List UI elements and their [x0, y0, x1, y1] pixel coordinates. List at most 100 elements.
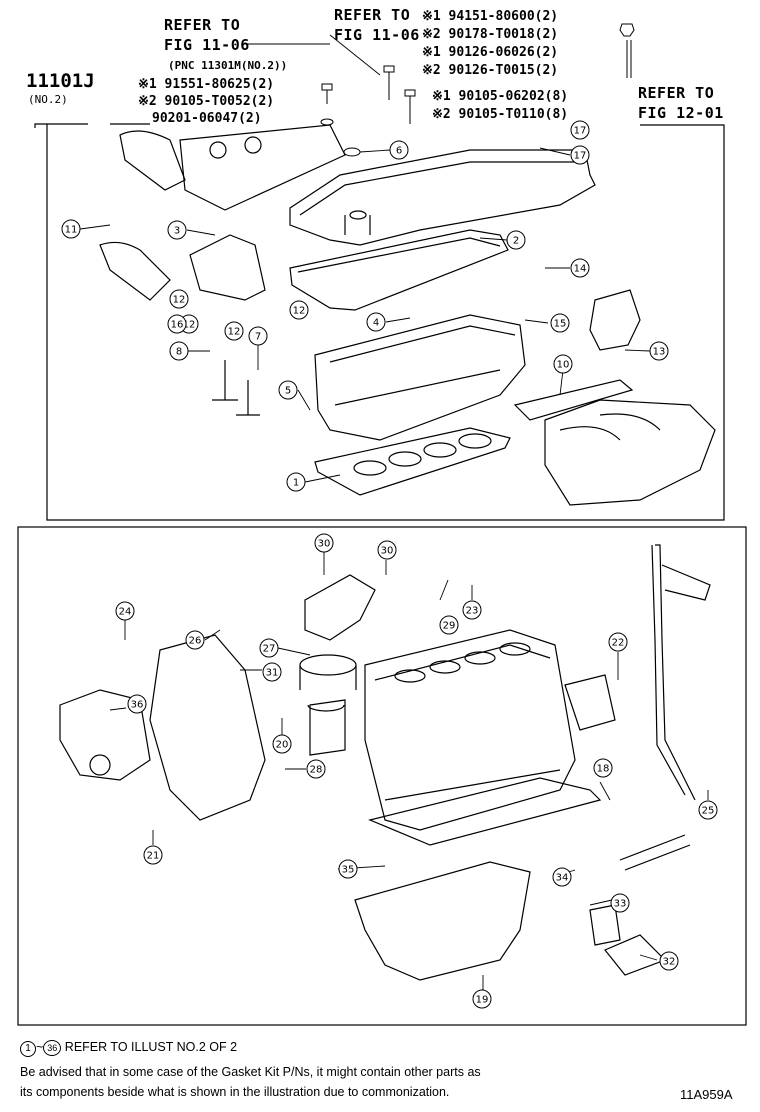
exhaust-manifold-drawing	[179, 124, 346, 211]
callout-label-13: 13	[653, 347, 666, 358]
callout-label-36: 36	[131, 700, 144, 711]
commonization-note-line-1: Be advised that in some case of the Gask…	[20, 1065, 481, 1079]
callout-circle-22[interactable]	[608, 632, 628, 652]
callout-label-28: 28	[310, 765, 323, 776]
callout-circle-18[interactable]	[593, 758, 613, 778]
callout-circle-24[interactable]	[115, 601, 135, 621]
callout-circle-31[interactable]	[262, 662, 282, 682]
fastener-icons	[320, 23, 635, 157]
callout-label-12: 12	[183, 320, 196, 331]
callout-circle-4[interactable]	[366, 312, 386, 332]
part-number-top-2[interactable]: ※2 90178-T0018(2)	[422, 27, 559, 42]
callout-circle-6[interactable]	[389, 140, 409, 160]
part-number-top-4[interactable]: ※2 90126-T0015(2)	[422, 63, 559, 78]
callout-circle-12[interactable]	[169, 289, 189, 309]
callout-label-23: 23	[466, 606, 479, 617]
callout-label-34: 34	[556, 873, 569, 884]
callout-circle-12[interactable]	[289, 300, 309, 320]
callout-circle-8[interactable]	[169, 341, 189, 361]
callout-label-22: 22	[612, 638, 625, 649]
callout-label-17: 17	[574, 151, 587, 162]
callout-label-10: 10	[557, 360, 570, 371]
callout-circle-7[interactable]	[248, 326, 268, 346]
callout-label-25: 25	[702, 806, 715, 817]
callout-circle-17[interactable]	[570, 120, 590, 140]
callout-label-32: 32	[663, 957, 676, 968]
callout-label-20: 20	[276, 740, 289, 751]
callout-label-21: 21	[147, 851, 160, 862]
callout-label-16: 16	[171, 320, 184, 331]
callout-circle-35[interactable]	[338, 859, 358, 879]
footer-range-note: 1~36 REFER TO ILLUST NO.2 OF 2	[20, 1040, 237, 1057]
range-refer-text[interactable]: REFER TO ILLUST NO.2 OF 2	[64, 1040, 238, 1054]
part-number-mid-2[interactable]: ※2 90105-T0110(8)	[432, 107, 569, 122]
callout-circle-30[interactable]	[377, 540, 397, 560]
head-cover-drawing	[289, 149, 596, 246]
commonization-note-line-2: its components beside what is shown in t…	[20, 1085, 450, 1099]
callout-label-12: 12	[293, 306, 306, 317]
callout-label-19: 19	[476, 995, 489, 1006]
callout-label-6: 6	[396, 146, 402, 157]
callout-circle-30[interactable]	[314, 533, 334, 553]
callout-label-3: 3	[174, 226, 180, 237]
callout-circle-34[interactable]	[552, 867, 572, 887]
part-number-mid-1[interactable]: ※1 90105-06202(8)	[432, 89, 569, 104]
cylinder-head-drawing	[314, 314, 526, 441]
callout-label-30: 30	[318, 539, 331, 550]
part-number-left-1[interactable]: ※1 91551-80625(2)	[138, 77, 275, 92]
callout-label-7: 7	[255, 332, 261, 343]
callout-circle-13[interactable]	[649, 341, 669, 361]
part-number-top-1[interactable]: ※1 94151-80600(2)	[422, 9, 559, 24]
callout-label-8: 8	[176, 347, 182, 358]
callout-circle-15[interactable]	[550, 313, 570, 333]
callout-circle-19[interactable]	[472, 989, 492, 1009]
callout-circle-3[interactable]	[167, 220, 187, 240]
callout-circle-1[interactable]	[286, 472, 306, 492]
callout-circle-36[interactable]	[127, 694, 147, 714]
callout-circle-25[interactable]	[698, 800, 718, 820]
callout-circle-10[interactable]	[553, 354, 573, 374]
assembly-code: 11101J	[26, 70, 95, 92]
callout-circle-14[interactable]	[570, 258, 590, 278]
callout-label-24: 24	[119, 607, 132, 618]
callout-label-33: 33	[614, 899, 627, 910]
callout-label-2: 2	[513, 236, 519, 247]
callout-circle-29[interactable]	[439, 615, 459, 635]
callout-circle-12[interactable]	[224, 321, 244, 341]
range-separator: ~	[36, 1040, 44, 1054]
refer-label-b2[interactable]: FIG 11-06	[334, 26, 420, 44]
refer-label-c2[interactable]: FIG 12-01	[638, 104, 724, 122]
refer-label-a2[interactable]: FIG 11-06	[164, 36, 250, 54]
callout-circle-17[interactable]	[570, 145, 590, 165]
callout-circle-2[interactable]	[506, 230, 526, 250]
callout-circle-16[interactable]	[167, 314, 187, 334]
intake-manifold-drawing	[544, 399, 716, 506]
callout-label-17: 17	[574, 126, 587, 137]
callout-circle-20[interactable]	[272, 734, 292, 754]
part-number-left-2[interactable]: ※2 90105-T0052(2)	[138, 94, 275, 109]
oil-pan-drawing	[354, 861, 531, 981]
callout-circle-27[interactable]	[259, 638, 279, 658]
callout-label-15: 15	[554, 319, 567, 330]
callout-circle-33[interactable]	[610, 893, 630, 913]
range-start-badge: 1	[20, 1041, 36, 1057]
callout-label-35: 35	[342, 865, 355, 876]
callout-label-11: 11	[65, 225, 78, 236]
callout-label-12: 12	[173, 295, 186, 306]
callout-circle-5[interactable]	[278, 380, 298, 400]
callout-circle-11[interactable]	[61, 219, 81, 239]
callout-label-12: 12	[228, 327, 241, 338]
refer-label-c1: REFER TO	[638, 84, 715, 102]
callout-circle-23[interactable]	[462, 600, 482, 620]
callout-circle-32[interactable]	[659, 951, 679, 971]
pnc-note: (PNC 11301M(NO.2))	[168, 59, 288, 72]
part-number-left-3[interactable]: 90201-06047(2)	[152, 111, 262, 126]
callout-circle-28[interactable]	[306, 759, 326, 779]
part-number-top-3[interactable]: ※1 90126-06026(2)	[422, 45, 559, 60]
refer-label-a1: REFER TO	[164, 16, 241, 34]
callout-circle-21[interactable]	[143, 845, 163, 865]
callout-label-27: 27	[263, 644, 276, 655]
callout-circle-26[interactable]	[185, 630, 205, 650]
oil-filter-drawing	[307, 699, 346, 756]
